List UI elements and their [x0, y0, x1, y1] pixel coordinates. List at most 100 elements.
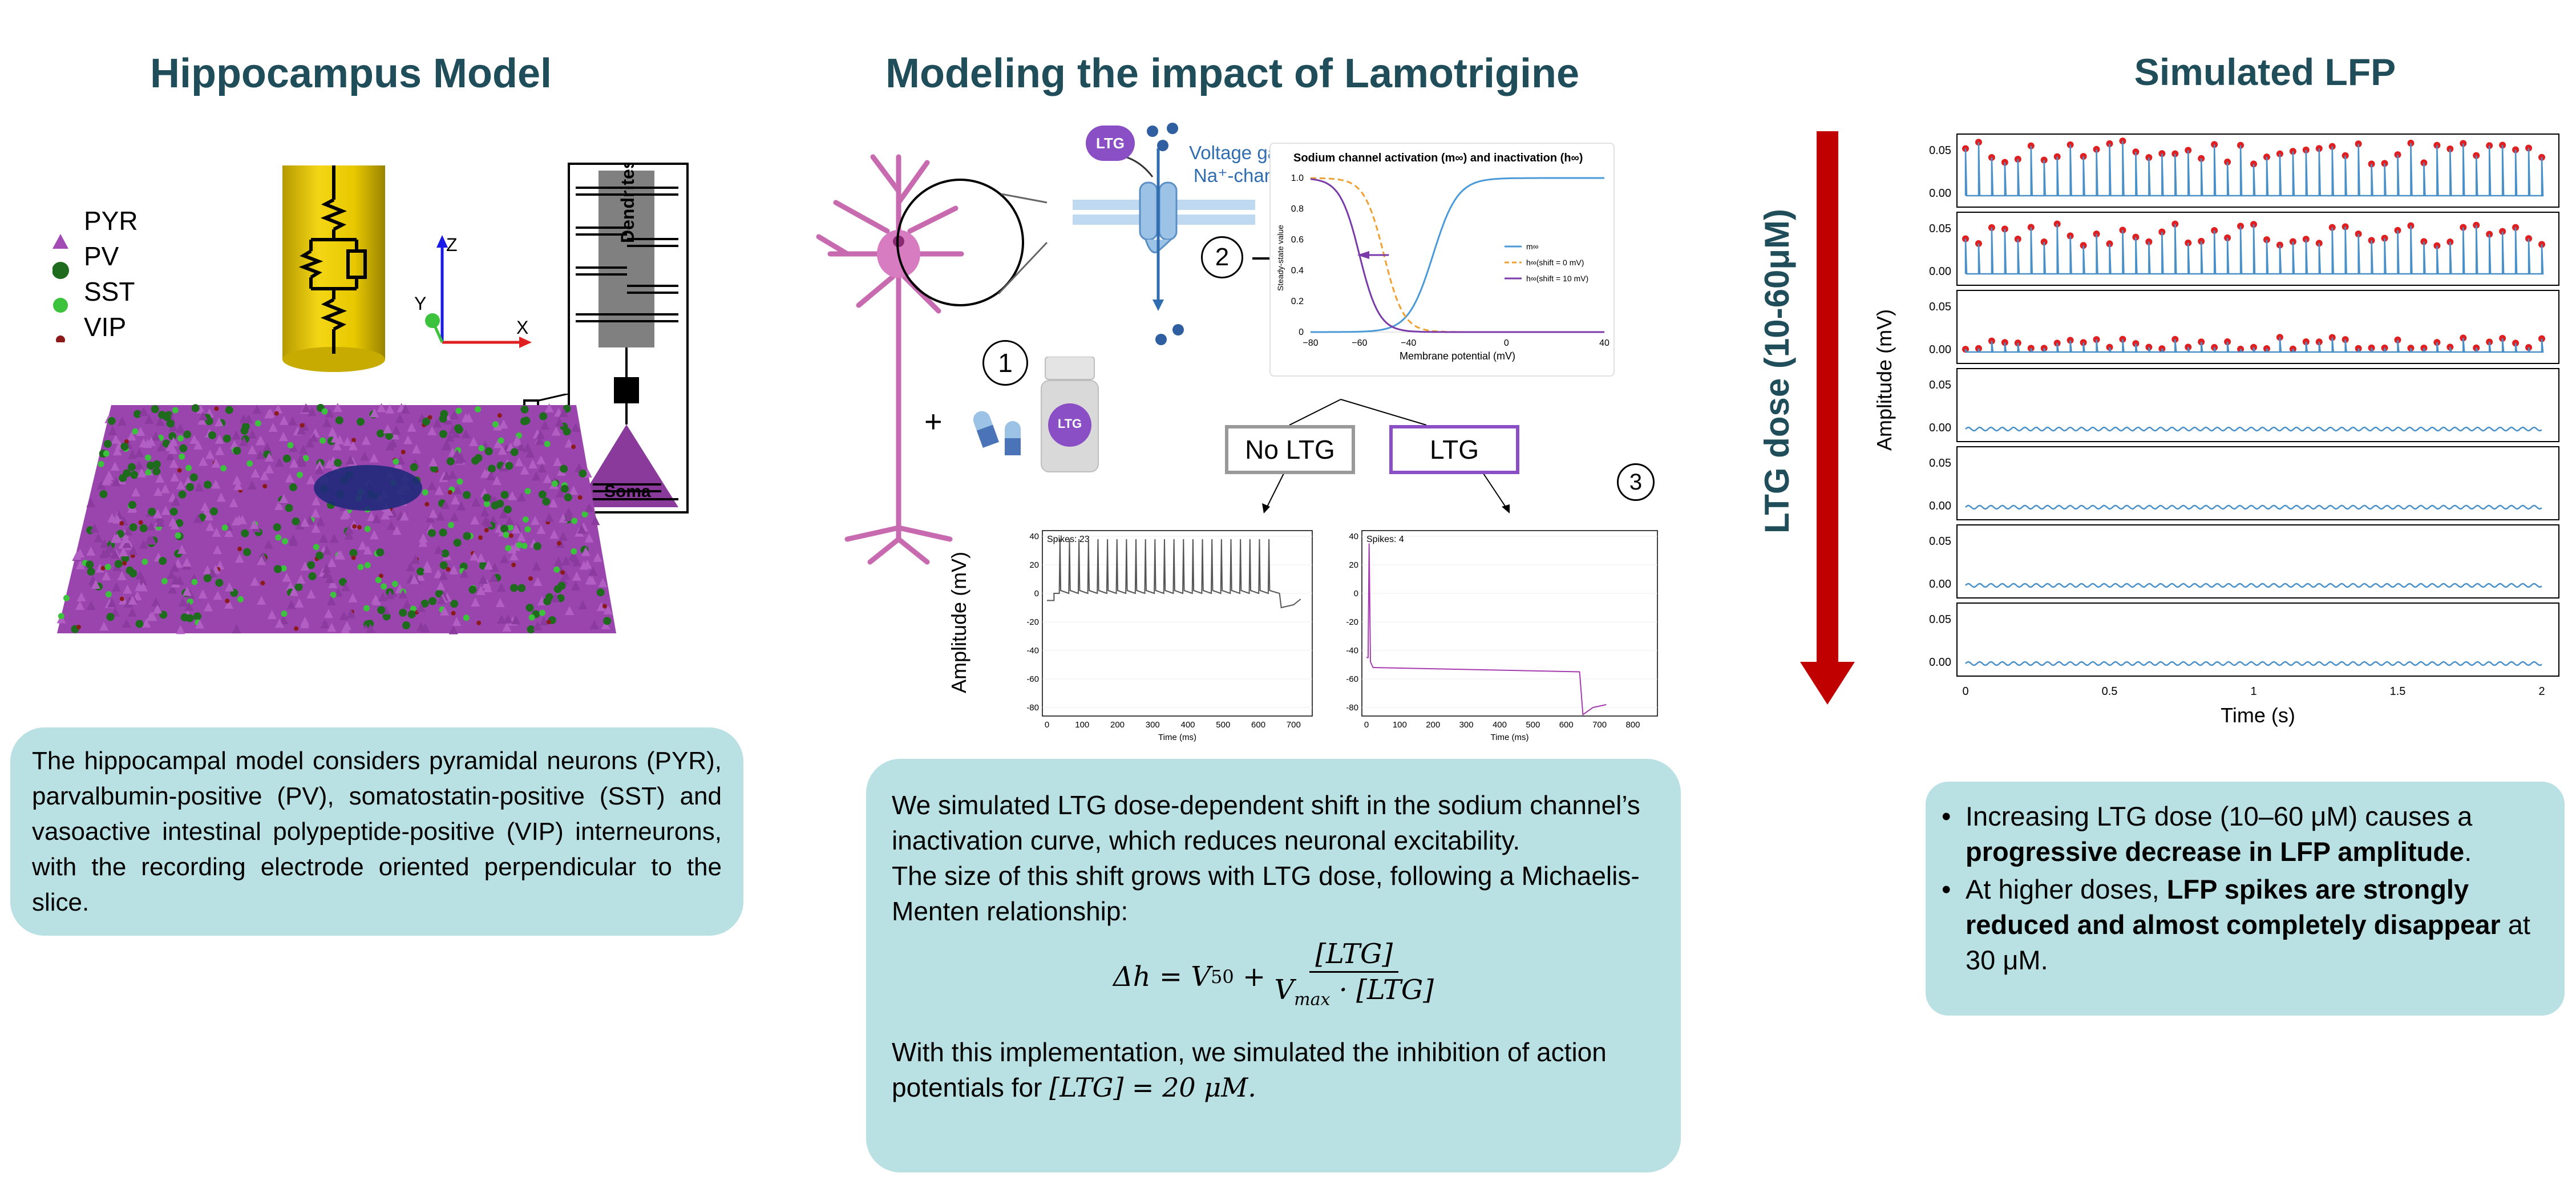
pyr-cell	[470, 551, 479, 561]
spike-ytick: 40	[1029, 532, 1039, 541]
pyr-cell	[306, 475, 316, 484]
pyr-cell	[415, 571, 425, 581]
pyr-cell	[399, 511, 409, 521]
pyr-cell	[372, 513, 382, 523]
sodium-ytick: 0.8	[1291, 204, 1304, 214]
vip-cell	[122, 561, 127, 566]
sst-cell	[313, 544, 320, 551]
pyr-cell	[233, 480, 243, 490]
sodium-ylabel: Steady-state value	[1276, 225, 1285, 291]
sodium-ytick: 0.2	[1291, 297, 1304, 306]
spike-xtick: 300	[1459, 720, 1474, 730]
pyr-cell	[499, 509, 508, 519]
pyr-cell	[110, 549, 120, 559]
pyr-cell	[448, 625, 458, 634]
pyr-cell	[453, 485, 463, 495]
pyr-cell	[369, 453, 379, 463]
spike-xtick: 100	[1393, 720, 1407, 730]
spike-xlabel: Time (ms)	[1158, 733, 1196, 742]
pyr-cell	[106, 543, 115, 553]
pyr-cell	[107, 513, 117, 523]
pyr-cell	[211, 479, 221, 489]
lfp-panel: 0.050.00	[1929, 134, 2559, 208]
pyr-cell	[123, 584, 132, 594]
sst-cell	[539, 609, 546, 616]
sst-cell	[141, 559, 148, 565]
pv-cell	[527, 625, 535, 633]
pyr-cell	[231, 516, 241, 525]
sst-cell	[296, 471, 303, 478]
pyr-cell	[384, 507, 394, 516]
pyr-cell	[211, 458, 221, 468]
pyr-cell	[339, 510, 349, 520]
pv-cell	[114, 560, 123, 568]
pyr-cell	[165, 451, 175, 461]
pyr-cell	[155, 473, 165, 483]
pv-cell	[166, 419, 175, 428]
pyr-cell	[189, 435, 199, 444]
equation-lhs: Δh = V	[1113, 961, 1211, 993]
pyr-cell	[249, 520, 259, 529]
pyr-cell	[426, 513, 435, 523]
vip-cell	[237, 547, 242, 552]
pyr-cell	[333, 403, 342, 413]
pyr-cell	[327, 622, 337, 632]
xyz-axes-icon: Z Y X	[414, 234, 532, 348]
lfp-trace	[1965, 426, 2542, 432]
sst-cell	[364, 525, 371, 532]
pills-icon	[973, 411, 1021, 455]
pyr-cell	[215, 434, 224, 444]
sst-cell	[478, 445, 485, 452]
sst-cell	[522, 516, 529, 523]
pyr-cell	[86, 498, 96, 507]
pv-cell	[168, 432, 177, 440]
pyr-cell	[148, 612, 157, 621]
pv-cell	[106, 613, 115, 621]
vip-cell	[260, 580, 265, 585]
ltg-box: LTG	[1389, 425, 1519, 474]
pv-cell	[560, 464, 568, 473]
pyr-cell	[198, 589, 208, 599]
pyr-cell	[511, 615, 521, 625]
pyr-cell	[498, 446, 507, 455]
vip-cell	[138, 520, 143, 525]
right-b2-a: At higher doses,	[1966, 874, 2167, 904]
ltg-trace	[1366, 543, 1607, 716]
pyr-cell	[86, 546, 96, 556]
pyr-cell	[257, 556, 266, 565]
pyr-cell	[177, 544, 187, 554]
pv-cell	[538, 490, 547, 499]
sst-cell	[357, 564, 364, 571]
pyr-cell	[461, 413, 471, 423]
pyr-cell	[170, 563, 180, 572]
pyr-cell	[225, 582, 234, 592]
spike-ytick: 0	[1034, 589, 1039, 599]
pyr-cell	[543, 474, 552, 483]
pyr-cell	[286, 581, 296, 591]
pyr-cell	[322, 563, 331, 573]
pv-cell	[163, 413, 171, 422]
pv-cell	[446, 457, 455, 466]
pyr-cell	[328, 579, 338, 588]
pv-cell	[148, 507, 156, 516]
pyr-cell	[306, 589, 316, 599]
pyr-cell	[305, 515, 314, 525]
pyr-cell	[403, 435, 413, 444]
resistor-circuit-icon	[298, 165, 367, 354]
vip-cell	[352, 524, 357, 529]
pyr-cell	[260, 471, 269, 480]
spike-ytick: -40	[1346, 646, 1358, 656]
pyr-cell	[264, 409, 274, 419]
cell-type-legend: PYR PV SST VIP	[52, 205, 178, 345]
pv-cell	[603, 617, 612, 625]
pyr-cell	[344, 530, 354, 540]
right-b2-c: at 30 μM.	[1966, 909, 2530, 975]
pyr-cell	[391, 425, 401, 435]
pyr-cell	[428, 457, 438, 467]
pyr-cell	[193, 513, 203, 523]
spike-xtick: 800	[1625, 720, 1640, 730]
pv-cell	[107, 416, 116, 425]
pv-circle-icon	[52, 262, 69, 279]
pyr-cell	[127, 608, 137, 617]
pyr-cell	[267, 610, 277, 620]
